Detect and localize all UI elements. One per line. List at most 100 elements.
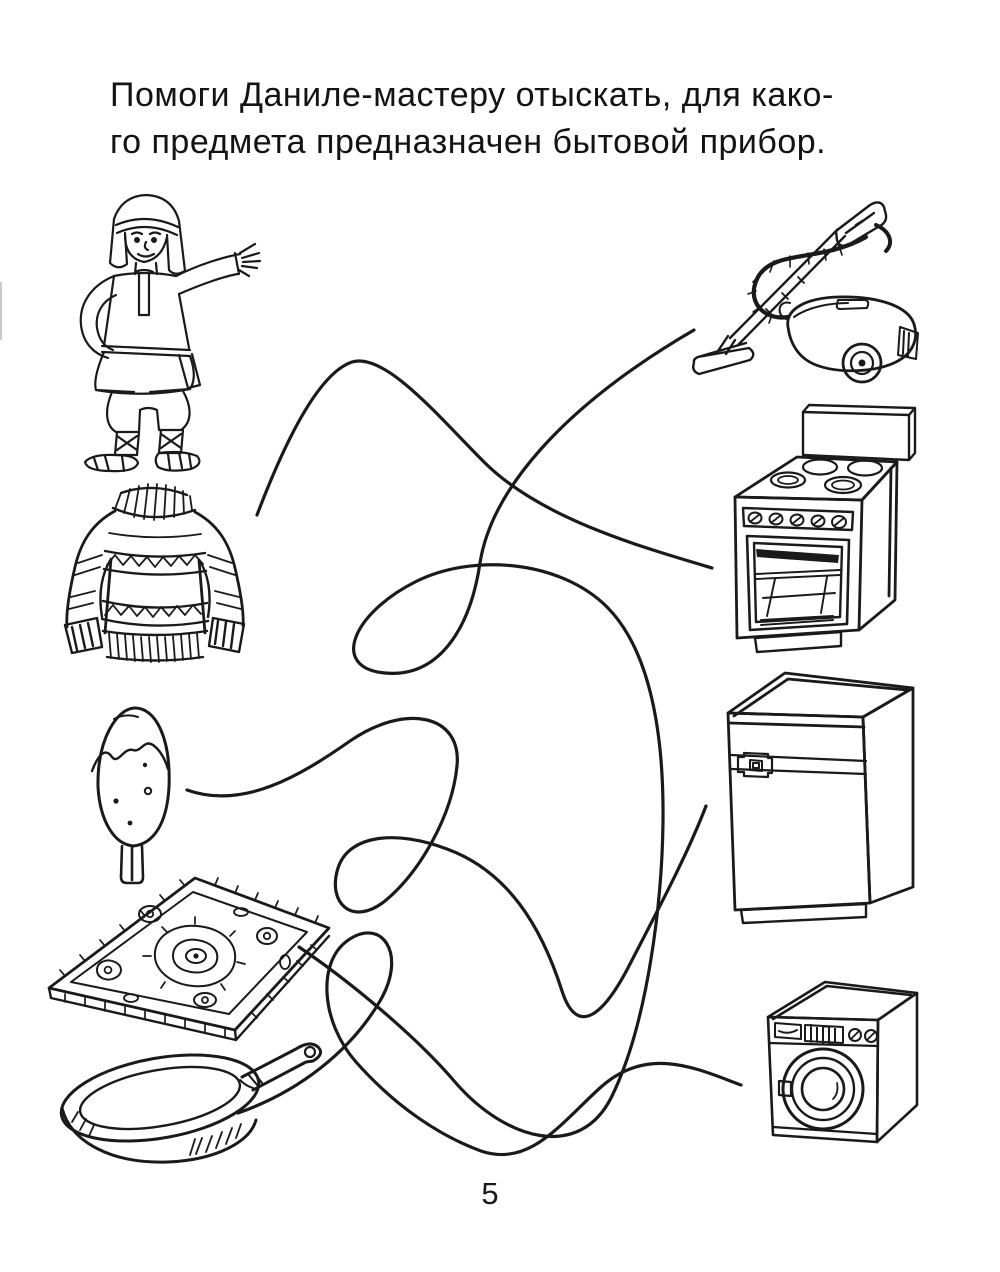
detergent-drawer <box>774 1022 802 1040</box>
washer-knob-1-mark <box>850 1030 860 1040</box>
small-oval-1 <box>233 907 249 917</box>
medallion-outer <box>153 924 237 988</box>
pan-body <box>60 1106 258 1164</box>
sweater-figure <box>63 483 246 663</box>
zigzag-band-upper <box>102 549 208 576</box>
pile-edge-ticks <box>64 944 318 1038</box>
door-divider <box>729 753 868 776</box>
pan-rim-outer <box>59 1053 261 1143</box>
headband <box>114 217 180 237</box>
chocolate-drip <box>90 742 170 773</box>
tunic-collar-slit <box>133 268 155 317</box>
fringe-ticks <box>59 877 319 977</box>
frying-pan-figure <box>59 1042 323 1164</box>
cuff-right <box>207 616 246 654</box>
handle-hole <box>303 1045 317 1059</box>
knob-2-mark <box>770 514 782 524</box>
oven-racks <box>755 569 841 626</box>
corner-ornament-2 <box>138 905 162 923</box>
knob-3-mark <box>791 515 803 525</box>
hose-stub <box>874 223 893 253</box>
task-instruction: Помоги Даниле-мастеру отыскать, для како… <box>110 72 910 166</box>
knob-1-mark <box>749 513 761 523</box>
knob-5-mark <box>833 517 845 527</box>
sprinkle-2 <box>143 786 153 796</box>
scan-artifact <box>0 282 2 340</box>
fridge-base <box>739 902 868 925</box>
line-from-sweater <box>255 359 714 570</box>
hand-fingers <box>237 242 262 278</box>
pan-hatching <box>71 1111 242 1156</box>
collar-ribs <box>114 483 193 521</box>
hose <box>751 234 869 320</box>
danila-master-figure <box>79 193 262 473</box>
latch-inner <box>749 759 763 772</box>
hem-ribs <box>108 632 200 663</box>
wand <box>728 227 847 347</box>
corner-dot-3 <box>262 931 272 941</box>
exhaust-grille <box>897 326 919 360</box>
stick <box>119 844 145 885</box>
washer-knob-2-mark <box>866 1031 876 1041</box>
small-oval-2 <box>279 954 291 970</box>
line-from-ice-cream <box>185 716 708 1019</box>
fridge-top <box>726 671 915 719</box>
ice-cream-body <box>96 706 171 848</box>
door-glass <box>800 1066 846 1112</box>
instruction-line-1: Помоги Даниле-мастеру отыскать, для како… <box>110 76 834 114</box>
zigzag-lower <box>104 604 202 618</box>
belt <box>100 344 192 358</box>
knob-1 <box>747 511 763 525</box>
shoulders <box>112 271 178 278</box>
cuff-left <box>63 616 104 655</box>
fridge-side <box>861 686 915 905</box>
handle-grip <box>834 201 888 248</box>
corner-dot-4 <box>201 996 209 1004</box>
sleeve-stripes <box>68 554 242 610</box>
handle-ferrule <box>239 1070 263 1089</box>
oven-window <box>752 541 844 624</box>
bast-shoe-left <box>83 453 140 473</box>
tunic-skirt <box>94 350 195 395</box>
corner-ornament-4 <box>193 992 217 1008</box>
medallion-inner <box>185 948 207 964</box>
sash-end <box>177 352 202 390</box>
medallion-rays <box>142 916 246 991</box>
wheel-hub <box>858 359 866 367</box>
knob-panel <box>741 506 855 532</box>
burner-1-inner <box>777 475 799 485</box>
hem-band <box>101 629 209 662</box>
burner-1 <box>769 471 807 489</box>
sprinkle-1 <box>113 798 119 804</box>
drum-highlight <box>832 1082 839 1100</box>
knob-3 <box>789 513 805 527</box>
oven-door <box>745 534 851 632</box>
washer-knob-2 <box>864 1029 878 1043</box>
oven-handle <box>756 549 839 563</box>
corner-dot-2 <box>145 909 155 919</box>
stove-figure <box>733 403 917 654</box>
line-from-frying-pan <box>236 931 743 1157</box>
carry-handle <box>835 299 870 310</box>
zigzag-upper <box>106 554 204 568</box>
washer-side <box>875 991 919 1144</box>
panel-line <box>767 1041 880 1136</box>
shoulder-stripe <box>108 532 202 539</box>
knob-2 <box>768 512 784 526</box>
wheel-inner <box>849 350 875 376</box>
line-from-carpet <box>297 328 696 1139</box>
leg-wrap-left <box>113 430 141 457</box>
sprinkle-3 <box>127 820 133 826</box>
burner-4-inner <box>831 479 855 491</box>
burner-2 <box>801 458 839 476</box>
knob-4-mark <box>812 516 824 526</box>
fridge-front <box>726 711 872 912</box>
corner-ornament-3 <box>256 927 278 945</box>
latch-handle <box>736 751 774 779</box>
tunic-body <box>102 274 191 350</box>
corner-dot-1 <box>103 965 113 975</box>
leg-wrap-right <box>157 428 185 455</box>
door-latch <box>777 1079 793 1098</box>
